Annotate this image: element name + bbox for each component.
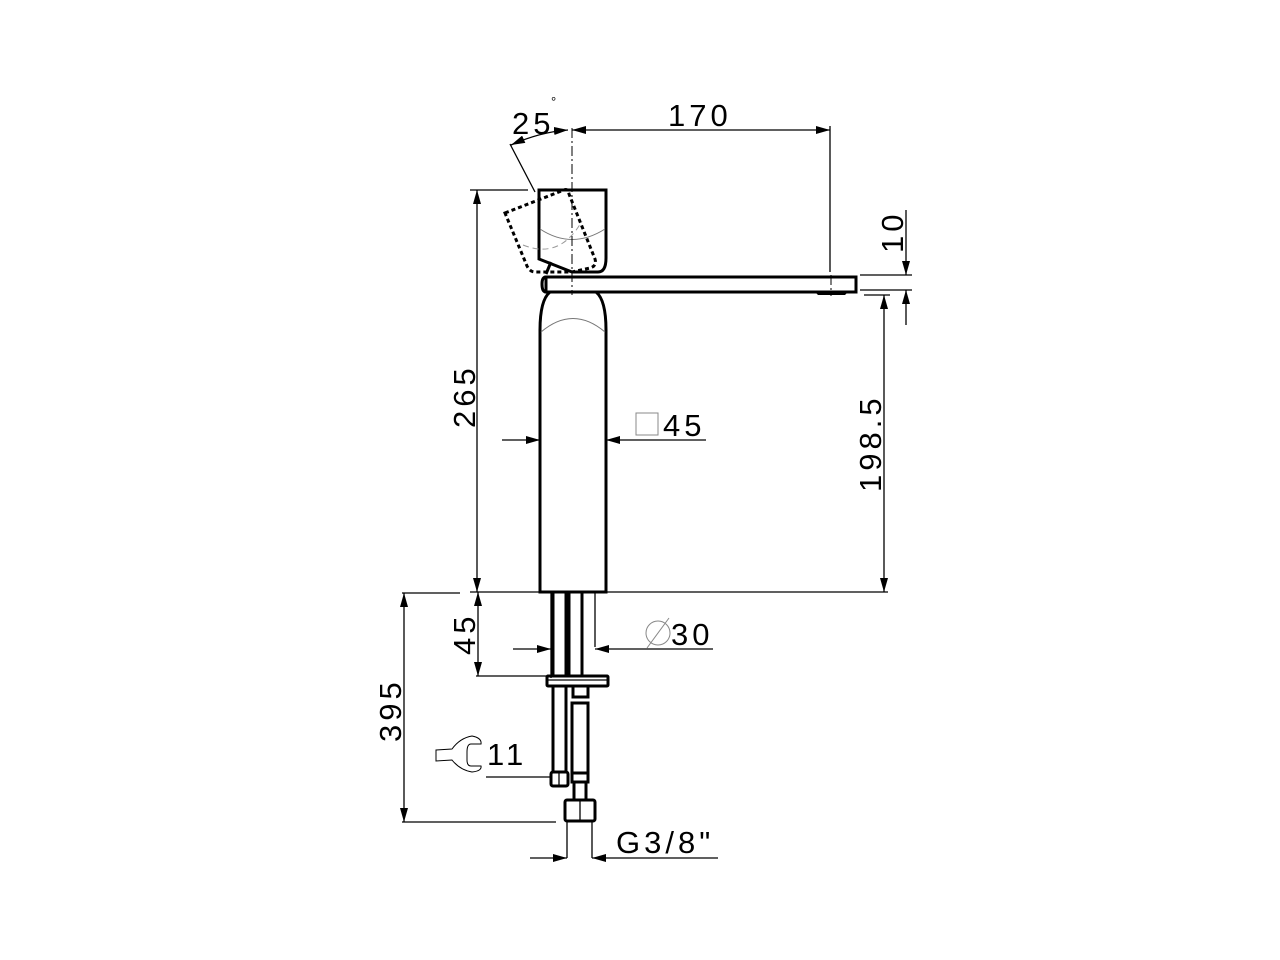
dimension-spout-thickness: 10	[860, 210, 912, 325]
spout-reach-value: 170	[668, 98, 732, 133]
faucet-outline	[503, 128, 858, 858]
diameter-symbol	[645, 617, 671, 649]
dimension-hose-length: 395	[373, 592, 556, 823]
dimension-spout-reach: 170	[572, 98, 831, 272]
wrench-size-value: 11	[487, 737, 527, 772]
hose-length-value: 395	[373, 678, 408, 742]
dimension-connection-thread: G3/8"	[530, 825, 718, 862]
body-height-value: 265	[447, 364, 482, 428]
dimension-wrench-size: 11	[435, 735, 551, 778]
spout-height-value: 198.5	[853, 394, 888, 492]
dimension-body-section: 45	[502, 408, 706, 444]
wrench-icon	[435, 735, 482, 773]
dimension-shank-length: 45	[447, 592, 547, 677]
lever-handle-rotated	[503, 188, 597, 274]
lever-handle	[537, 188, 608, 274]
dimension-spout-height: 198.5	[470, 294, 890, 593]
shank-assembly	[545, 593, 610, 858]
dimension-lever-angle: 25 °	[509, 94, 569, 193]
spout-thickness-value: 10	[875, 211, 910, 253]
dimension-body-height: 265	[447, 189, 528, 592]
dimension-shank-diameter: 30	[513, 617, 713, 653]
degree-symbol: °	[551, 94, 556, 109]
shank-diameter-value: 30	[671, 617, 713, 652]
connection-thread-value: G3/8"	[616, 825, 714, 860]
spout	[544, 275, 858, 294]
shank-length-value: 45	[447, 613, 482, 655]
faucet-body	[538, 290, 608, 594]
square-section-symbol	[635, 412, 659, 436]
body-section-value: 45	[663, 408, 705, 443]
lever-angle-value: 25	[512, 106, 554, 141]
